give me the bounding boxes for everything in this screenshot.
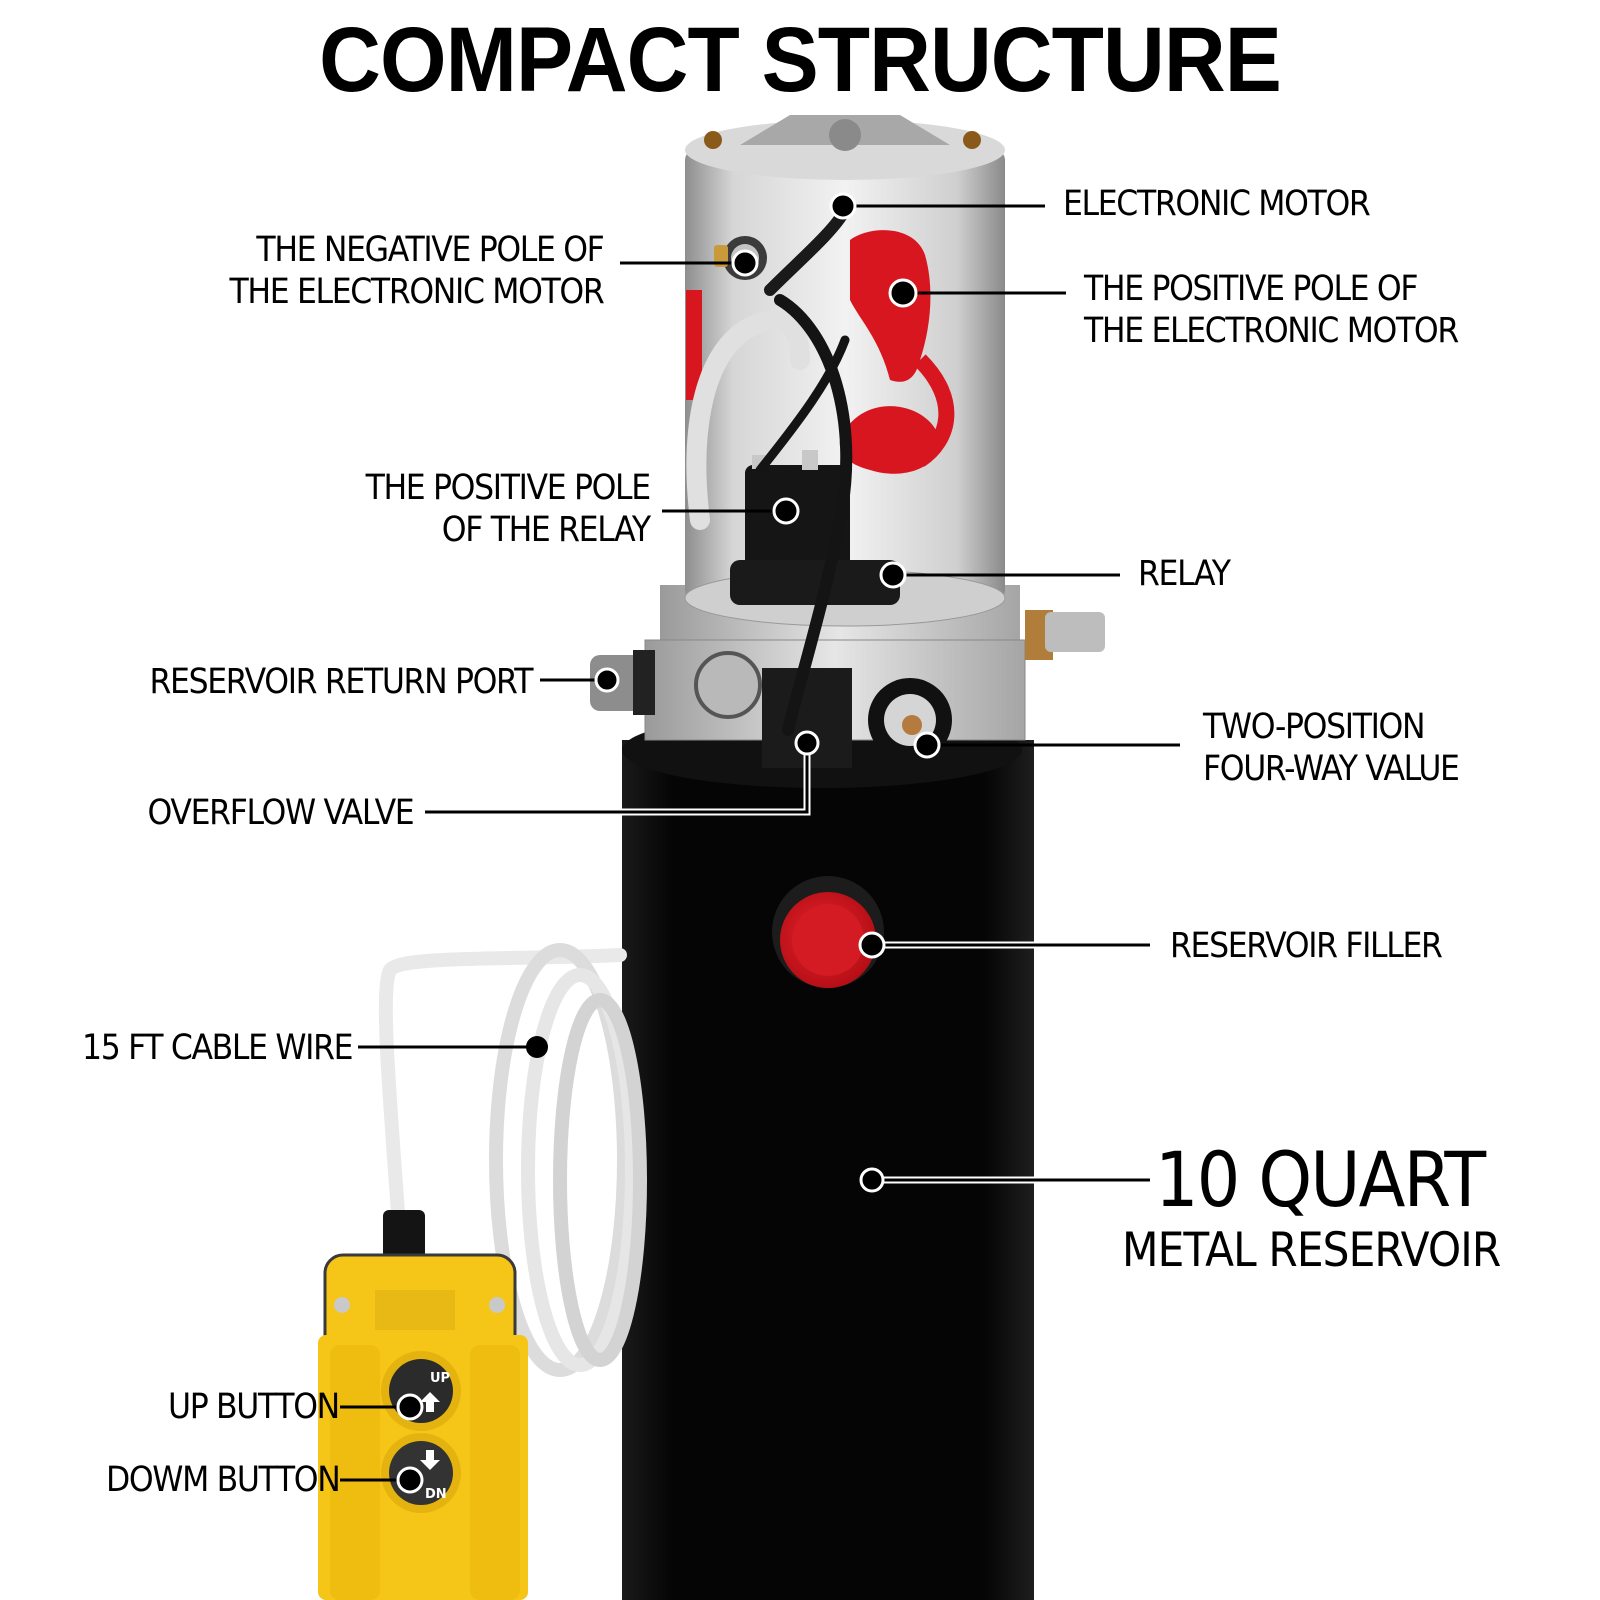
leader-reservoir [859, 1167, 1150, 1193]
leader-negative-pole-motor [620, 249, 759, 277]
metal-reservoir [622, 712, 1034, 1600]
relay [730, 450, 900, 605]
leader-down-button [340, 1466, 424, 1494]
leader-positive-pole-motor [888, 278, 1066, 308]
label-reservoir-sub: METAL RESERVOIR [1122, 1223, 1501, 1278]
callout-leaders [340, 192, 1180, 1494]
label-two-position-valve: TWO-POSITION FOUR-WAY VALUE [1203, 707, 1460, 789]
positive-terminal-boot [839, 230, 955, 474]
label-cable-wire: 15 FT CABLE WIRE [81, 1028, 354, 1068]
label-positive-pole-motor: THE POSITIVE POLE OF THE ELECTRONIC MOTO… [1084, 269, 1459, 351]
label-reservoir-filler: RESERVOIR FILLER [1170, 926, 1443, 966]
leader-overflow-valve [425, 730, 820, 816]
label-up-button: UP BUTTON [168, 1387, 340, 1427]
leader-up-button [340, 1393, 424, 1421]
up-glyph: UP [430, 1371, 450, 1386]
leader-two-position-valve [913, 731, 1180, 759]
down-glyph: DN [425, 1487, 447, 1502]
label-overflow-valve: OVERFLOW VALVE [147, 793, 414, 833]
label-reservoir-return-port: RESERVOIR RETURN PORT [149, 662, 533, 702]
label-relay: RELAY [1138, 554, 1231, 594]
label-down-button: DOWM BUTTON [105, 1460, 341, 1500]
leader-positive-pole-relay [662, 497, 800, 525]
label-reservoir: 10 QUART [1155, 1135, 1486, 1224]
page-title: COMPACT STRUCTURE [319, 9, 1282, 111]
leader-electronic-motor [829, 192, 1045, 220]
leader-reservoir-return-port [540, 667, 620, 693]
leader-relay [879, 561, 1120, 589]
label-electronic-motor: ELECTRONIC MOTOR [1063, 184, 1371, 224]
remote-pendant [318, 1210, 528, 1600]
label-positive-pole-relay: THE POSITIVE POLE OF THE RELAY [365, 468, 652, 550]
coiled-cable [378, 943, 647, 1377]
leader-cable-wire [358, 1036, 548, 1058]
motor-wiring [686, 204, 853, 736]
label-negative-pole-motor: THE NEGATIVE POLE OF THE ELECTRONIC MOTO… [229, 230, 604, 312]
reservoir-filler-cap [772, 876, 884, 988]
leader-reservoir-filler [858, 931, 1150, 959]
